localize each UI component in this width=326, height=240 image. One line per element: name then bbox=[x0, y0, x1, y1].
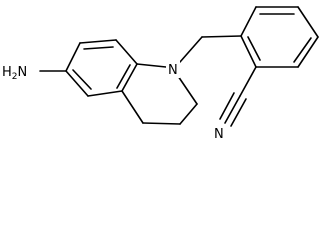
bond bbox=[297, 6, 319, 38]
bond bbox=[142, 122, 181, 125]
bond bbox=[293, 37, 312, 63]
bond bbox=[240, 6, 257, 37]
bond-methylene bbox=[179, 36, 203, 63]
bond-triple bbox=[219, 92, 235, 120]
benzene-ring-right bbox=[240, 6, 319, 68]
bond bbox=[239, 66, 257, 97]
label-bg bbox=[166, 60, 180, 78]
nitrile-group bbox=[219, 66, 257, 127]
bond-triple bbox=[230, 98, 247, 127]
bond bbox=[87, 90, 123, 97]
bond-methylene bbox=[201, 35, 242, 38]
bond bbox=[83, 46, 114, 50]
bond bbox=[177, 75, 198, 105]
saturated-ring bbox=[121, 63, 198, 125]
molecule-structure: H2N N N bbox=[0, 6, 319, 142]
bond bbox=[297, 36, 319, 68]
bond bbox=[79, 39, 117, 44]
bond bbox=[65, 42, 81, 72]
nitrile-nitrogen-label: N bbox=[214, 127, 224, 142]
structure-canvas: H2N N N bbox=[0, 6, 319, 142]
bond bbox=[136, 63, 167, 68]
bond bbox=[247, 36, 261, 61]
bond bbox=[121, 63, 138, 92]
bond bbox=[240, 35, 257, 68]
bond bbox=[116, 64, 131, 89]
bond bbox=[179, 103, 198, 125]
bond-triple bbox=[224, 95, 241, 124]
bond bbox=[72, 69, 92, 90]
bond bbox=[121, 90, 144, 124]
ring-nitrogen-label: N bbox=[168, 63, 178, 78]
bond bbox=[115, 39, 138, 65]
label-bg bbox=[212, 124, 226, 142]
aromatic-ring-left bbox=[65, 39, 138, 97]
bond bbox=[65, 70, 89, 97]
label-bg bbox=[0, 62, 38, 80]
amine-label: H2N bbox=[2, 65, 27, 82]
